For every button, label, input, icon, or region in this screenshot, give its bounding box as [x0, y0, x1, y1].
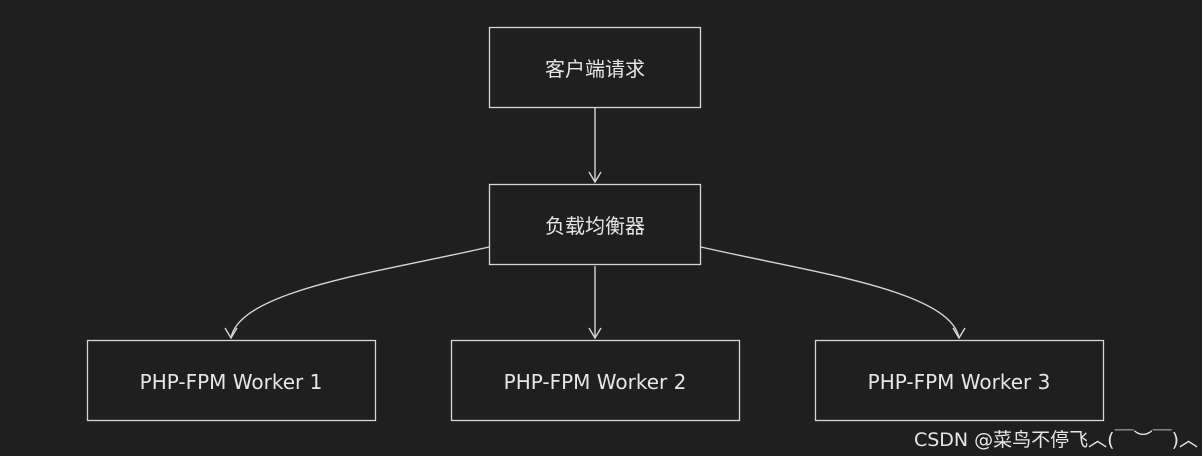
edges [224, 108, 966, 340]
node-load-balancer: 负载均衡器 [488, 183, 702, 266]
node-worker-1-label: PHP-FPM Worker 1 [140, 370, 323, 394]
edge-lb-to-worker-1 [230, 246, 490, 339]
node-worker-1-box [86, 339, 377, 422]
arrowhead-lb-to-worker-3 [952, 327, 966, 340]
arrowhead-lb-to-worker-2 [588, 327, 602, 340]
node-worker-2: PHP-FPM Worker 2 [450, 339, 741, 422]
node-worker-2-label: PHP-FPM Worker 2 [504, 370, 687, 394]
arrowhead-client-to-lb [588, 171, 602, 184]
node-client-request: 客户端请求 [488, 26, 702, 109]
node-load-balancer-box [488, 183, 702, 266]
node-client-request-label: 客户端请求 [545, 57, 645, 81]
edge-lb-to-worker-3 [700, 246, 960, 339]
node-client-request-box [488, 26, 702, 109]
arrowhead-lb-to-worker-1 [224, 327, 238, 340]
node-worker-3-box [814, 339, 1105, 422]
watermark-text: CSDN @菜鸟不停飞︿(￣︶￣)︿ [913, 429, 1198, 451]
node-worker-3-label: PHP-FPM Worker 3 [868, 370, 1051, 394]
node-worker-3: PHP-FPM Worker 3 [814, 339, 1105, 422]
node-worker-1: PHP-FPM Worker 1 [86, 339, 377, 422]
node-worker-2-box [450, 339, 741, 422]
node-load-balancer-label: 负载均衡器 [545, 214, 645, 238]
